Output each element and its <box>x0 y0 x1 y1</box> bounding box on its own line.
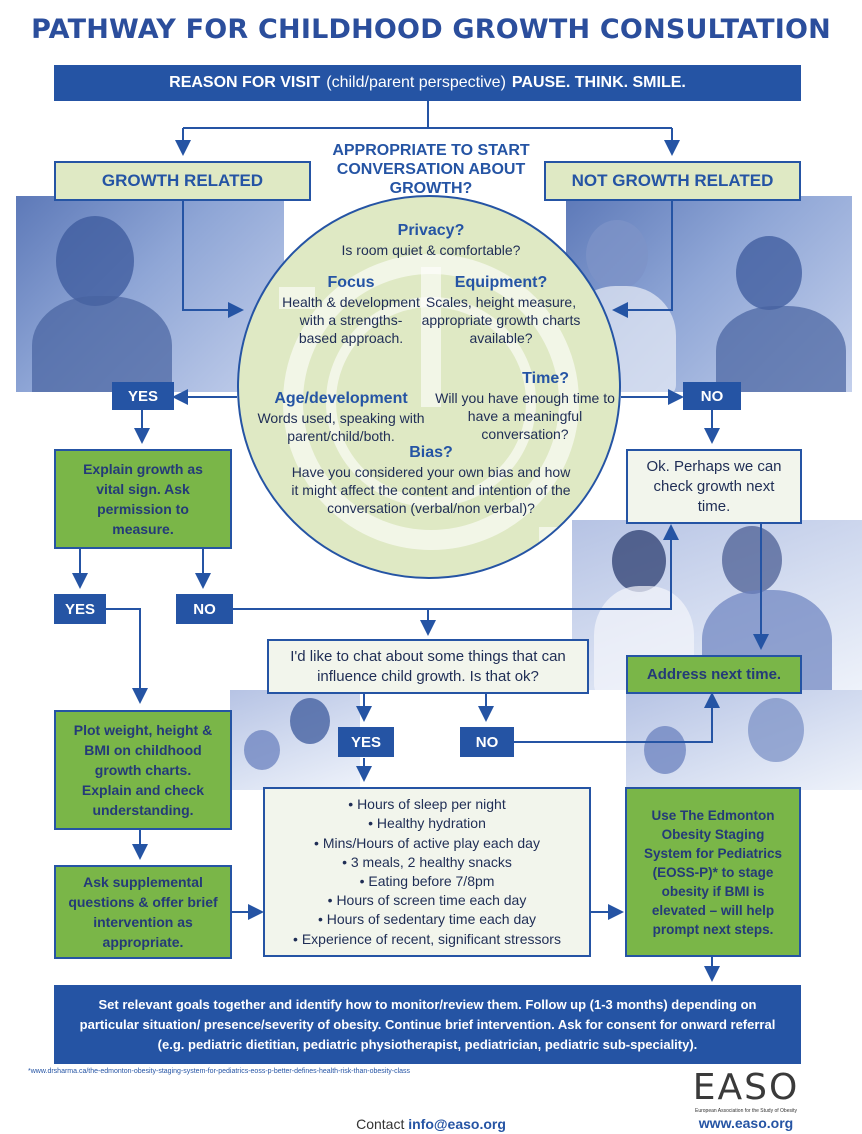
age-development-text: Words used, speaking with parent/child/b… <box>257 410 425 444</box>
plot-growth-charts-box: Plot weight, height & BMI on childhood g… <box>54 710 232 830</box>
doctor-toddler-photo <box>626 690 862 790</box>
yes-label-3: YES <box>338 727 394 757</box>
pause-think-smile-label: PAUSE. THINK. SMILE. <box>511 74 686 91</box>
no-label-2: NO <box>176 594 233 624</box>
growth-related-label: GROWTH RELATED <box>54 161 311 201</box>
focus-title: Focus <box>327 274 375 291</box>
list-item: • Healthy hydration <box>368 815 486 832</box>
list-item: • Hours of sedentary time each day <box>317 911 537 928</box>
list-item: • 3 meals, 2 healthy snacks <box>342 853 512 870</box>
easo-logo: EASO European Association for the Study … <box>688 1067 804 1132</box>
equipment-title: Equipment? <box>454 274 548 291</box>
chat-permission-box: I'd like to chat about some things that … <box>267 639 589 694</box>
eoss-p-box: Use The Edmonton Obesity Staging System … <box>625 787 801 957</box>
perspective-label: (child/parent perspective) <box>326 74 506 91</box>
time-text: Will you have enough time to have a mean… <box>435 390 615 442</box>
easo-logo-text: EASO <box>692 1067 800 1108</box>
clock-icon <box>279 254 579 551</box>
contact-line: Contact info@easo.org <box>0 1116 862 1132</box>
explain-growth-box: Explain growth as vital sign. Ask permis… <box>54 449 232 549</box>
goals-follow-up-bar: Set relevant goals together and identify… <box>54 985 801 1064</box>
parent-child-photo <box>230 690 360 790</box>
ask-supplemental-questions-box: Ask supplemental questions & offer brief… <box>54 865 232 959</box>
contact-email-link[interactable]: info@easo.org <box>408 1116 506 1132</box>
bias-title: Bias? <box>409 444 453 461</box>
reason-for-visit-bar: REASON FOR VISIT (child/parent perspecti… <box>54 65 801 101</box>
easo-tagline: European Association for the Study of Ob… <box>694 1108 797 1114</box>
list-item: • Hours of sleep per night <box>348 796 506 813</box>
yes-label-2: YES <box>54 594 106 624</box>
not-growth-related-label: NOT GROWTH RELATED <box>544 161 801 201</box>
reason-label: REASON FOR VISIT <box>169 74 321 91</box>
list-item: • Experience of recent, significant stre… <box>293 930 561 947</box>
bias-text: Have you considered your own bias and ho… <box>291 464 571 516</box>
page-title: PATHWAY FOR CHILDHOOD GROWTH CONSULTATIO… <box>31 14 831 45</box>
website-link[interactable]: www.easo.org <box>698 1115 794 1131</box>
age-development-title: Age/development <box>274 390 408 407</box>
considerations-circle: Privacy? Is room quiet & comfortable? Fo… <box>237 195 621 579</box>
check-growth-next-time-box: Ok. Perhaps we can check growth next tim… <box>626 449 802 524</box>
list-item: • Hours of screen time each day <box>327 892 527 909</box>
focus-text: Health & development with a strengths-ba… <box>282 294 420 346</box>
list-item: • Mins/Hours of active play each day <box>314 834 540 851</box>
no-label-3: NO <box>460 727 514 757</box>
privacy-text: Is room quiet & comfortable? <box>341 242 521 258</box>
yes-label-1: YES <box>112 382 174 410</box>
contact-label: Contact <box>356 1116 405 1132</box>
footnote-link[interactable]: *www.drsharma.ca/the-edmonton-obesity-st… <box>28 1068 411 1075</box>
equipment-text: Scales, height measure, appropriate grow… <box>421 294 581 346</box>
no-label-1: NO <box>683 382 741 410</box>
time-title: Time? <box>522 370 569 387</box>
address-next-time-box: Address next time. <box>626 655 802 694</box>
list-item: • Eating before 7/8pm <box>359 873 495 889</box>
privacy-title: Privacy? <box>397 222 465 239</box>
growth-factors-list: • Hours of sleep per night • Healthy hyd… <box>263 787 591 957</box>
conversation-question: APPROPRIATE TO START CONVERSATION ABOUT … <box>332 142 530 197</box>
